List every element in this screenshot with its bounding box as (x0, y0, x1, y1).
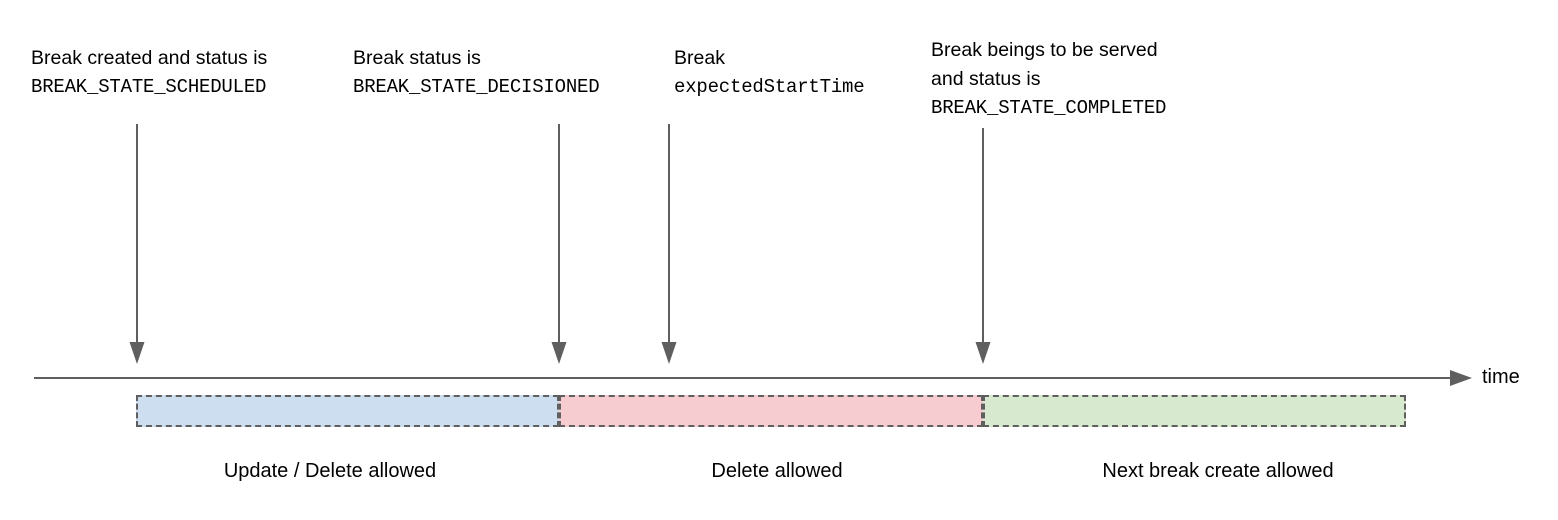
event-label-line-1: Break (674, 47, 725, 69)
phase-bar-next-break-create (983, 395, 1406, 427)
event-label-line-1: Break status is (353, 47, 481, 69)
event-label-line-1: Break created and status is (31, 47, 268, 69)
event-label-line-2: BREAK_STATE_DECISIONED (353, 76, 600, 98)
event-label-line-2: BREAK_STATE_SCHEDULED (31, 76, 267, 98)
event-marker-arrow-break-created (129, 124, 145, 364)
event-marker-arrow-break-decisioned (551, 124, 567, 364)
event-label-break-completed: Break beings to be served and status is … (931, 36, 1166, 123)
phase-caption-next-break-create: Next break create allowed (1102, 460, 1334, 482)
phase-bar-delete-only (559, 395, 983, 427)
axis-arrow-right (1450, 370, 1472, 386)
event-label-break-created: Break created and status is BREAK_STATE_… (31, 44, 267, 102)
phase-bar-update-delete (136, 395, 559, 427)
event-label-line-1: Break beings to be served (931, 39, 1158, 61)
time-axis-label: time (1482, 366, 1520, 388)
phase-caption-update-delete: Update / Delete allowed (223, 460, 437, 482)
event-label-break-expected-start-time: Break expectedStartTime (674, 44, 865, 102)
phase-caption-delete-only: Delete allowed (711, 460, 843, 482)
time-axis (34, 370, 1472, 386)
event-marker-arrow-break-completed (975, 128, 991, 364)
event-marker-arrow-break-expected-start-time (661, 124, 677, 364)
event-label-line-3: BREAK_STATE_COMPLETED (931, 97, 1167, 119)
event-label-line-2: expectedStartTime (674, 76, 865, 98)
event-label-break-decisioned: Break status is BREAK_STATE_DECISIONED (353, 44, 600, 102)
event-label-line-2: and status is (931, 68, 1041, 90)
